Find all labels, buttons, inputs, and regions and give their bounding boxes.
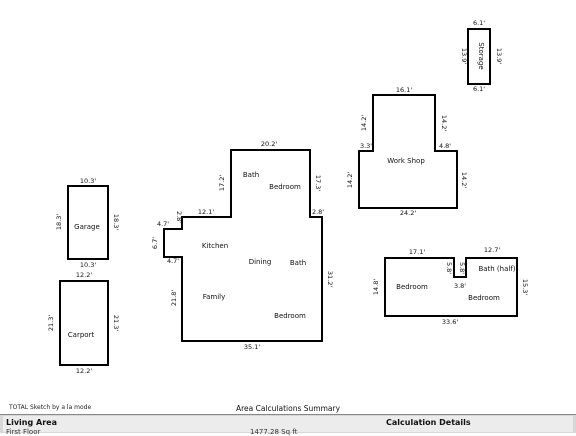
carport-building: Carport 12.2' 12.2' 21.3' 21.3' [47,271,120,375]
house-dim-notch-left: 6.7' [151,237,159,249]
workshop-dim-right-lower: 14.2' [460,172,468,188]
workshop-dim-bottom: 24.2' [400,209,416,217]
garage-outline [67,185,109,260]
house-dim-lower-left: 21.8' [170,290,178,306]
living-area-header: Living Area [6,418,57,427]
room-bath-half: Bath (half) [478,265,515,273]
house-dim-upper-right: 17.3' [314,175,322,191]
garage-dim-top: 10.3' [80,177,96,185]
guest-unit: Bedroom Bath (half) Bedroom 17.1' 12.7' … [372,246,529,326]
workshop-dim-top: 16.1' [396,86,412,94]
room-kitchen: Kitchen [202,242,228,250]
guest-unit-outline [384,257,518,317]
room-bedroom-lower: Bedroom [274,312,306,320]
workshop-dim-left-step: 3.3' [360,142,372,150]
storage-label: Storage [477,42,485,69]
storage-dim-left: 13.9' [460,48,468,64]
workshop-building: Work Shop 16.1' 14.2' 14.2' 3.3' 4.8' 14… [346,86,468,217]
main-house: Bath Bedroom Kitchen Dining Bath Family … [151,140,334,351]
house-dim-upper-left: 17.2' [218,175,226,191]
room-family: Family [203,293,226,301]
garage-dim-left: 18.3' [55,214,63,230]
guest-dim-notch-bottom: 3.8' [454,282,466,290]
workshop-label: Work Shop [387,157,425,165]
carport-dim-top: 12.2' [76,271,92,279]
carport-label: Carport [68,331,95,339]
storage-building: Storage 6.1' 6.1' 13.9' 13.9' [460,19,503,93]
guest-dim-notch-right: 5.8' [458,262,466,274]
storage-dim-top: 6.1' [473,19,485,27]
house-dim-notch-bottom: 4.7' [167,257,179,265]
room-dining: Dining [249,258,272,266]
garage-dim-bottom: 10.3' [80,261,96,269]
room-bedroom-upper: Bedroom [269,183,301,191]
room-bedroom-right: Bedroom [468,294,500,302]
garage-dim-right: 18.3' [112,214,120,230]
carport-dim-right: 21.3' [112,315,120,331]
guest-dim-notch-left: 5.8' [445,262,453,274]
storage-outline [467,28,491,85]
house-dim-left-step-top: 12.1' [198,208,214,216]
house-dim-top: 20.2' [261,140,277,148]
first-floor-label: First Floor [6,428,41,436]
guest-dim-top-right: 12.7' [484,246,500,254]
carport-outline [59,280,109,366]
garage-building: Garage 10.3' 10.3' 18.3' 18.3' [55,177,120,269]
workshop-outline [358,94,458,209]
storage-dim-bottom: 6.1' [473,85,485,93]
room-bath-upper: Bath [243,171,259,179]
guest-dim-bottom: 33.6' [442,318,458,326]
guest-dim-left: 14.8' [372,279,380,295]
house-dim-notch-vert: 2.8' [175,211,183,223]
garage-label: Garage [74,223,100,231]
calculation-details-header: Calculation Details [386,418,471,427]
workshop-dim-right-upper: 14.2' [440,115,448,131]
house-dim-right-step: 2.8' [312,208,324,216]
house-dim-notch-top: 4.7' [157,220,169,228]
room-bath-mid: Bath [290,259,306,267]
storage-dim-right: 13.9' [495,48,503,64]
area-table-header [3,416,573,432]
guest-dim-right: 15.3' [521,279,529,295]
workshop-dim-left-lower: 14.2' [346,172,354,188]
room-bedroom-left: Bedroom [396,283,428,291]
house-dim-right: 31.2' [326,271,334,287]
main-house-outline [163,149,323,342]
carport-dim-bottom: 12.2' [76,367,92,375]
carport-dim-left: 21.3' [47,315,55,331]
guest-dim-top-left: 17.1' [409,248,425,256]
sketch-credit: TOTAL Sketch by a la mode [9,404,92,411]
area-summary-title: Area Calculations Summary [235,404,341,413]
workshop-dim-right-step: 4.8' [439,142,451,150]
first-floor-value: 1477.28 Sq ft [250,428,298,436]
house-dim-bottom: 35.1' [244,343,260,351]
workshop-dim-left-upper: 14.2' [360,115,368,131]
